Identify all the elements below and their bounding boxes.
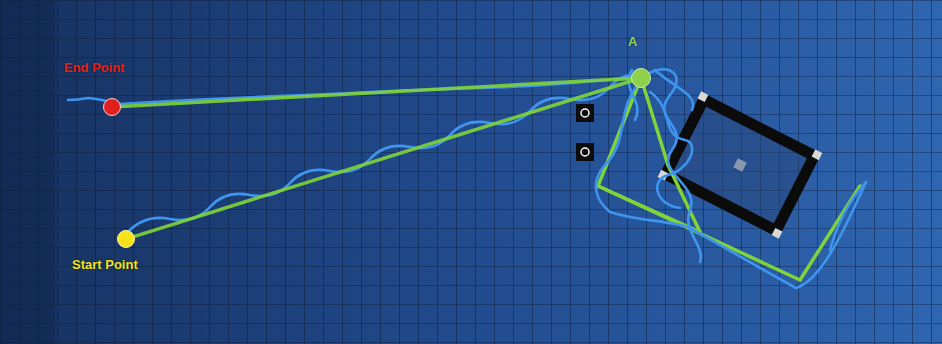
trajectory-loop xyxy=(650,92,692,208)
camera-lens xyxy=(581,148,589,156)
screen-shade xyxy=(0,0,55,344)
planned-segment xyxy=(641,78,668,165)
point-label: End Point xyxy=(64,60,125,75)
planned-path-segment xyxy=(121,79,631,107)
frame-corner xyxy=(698,91,709,102)
planned-segment xyxy=(598,78,641,186)
obstacle-frame xyxy=(658,91,823,238)
end-point-marker: End Point xyxy=(103,98,121,116)
camera-lens xyxy=(581,109,589,117)
frame-marker xyxy=(733,158,746,171)
waypoint-marker: A xyxy=(631,68,651,88)
trajectory-leg xyxy=(68,76,640,104)
camera-body xyxy=(576,104,594,122)
planned-segment xyxy=(668,165,700,232)
frame-corner xyxy=(772,228,783,239)
planned-path-segment xyxy=(135,81,632,236)
camera-icon xyxy=(576,143,594,161)
start-point-marker: Start Point xyxy=(117,230,135,248)
point-label: A xyxy=(628,34,637,49)
point-label: Start Point xyxy=(72,257,138,272)
actual-trajectory xyxy=(68,69,866,288)
camera-body xyxy=(576,143,594,161)
camera-icon xyxy=(576,104,594,122)
frame-corner xyxy=(812,149,823,160)
